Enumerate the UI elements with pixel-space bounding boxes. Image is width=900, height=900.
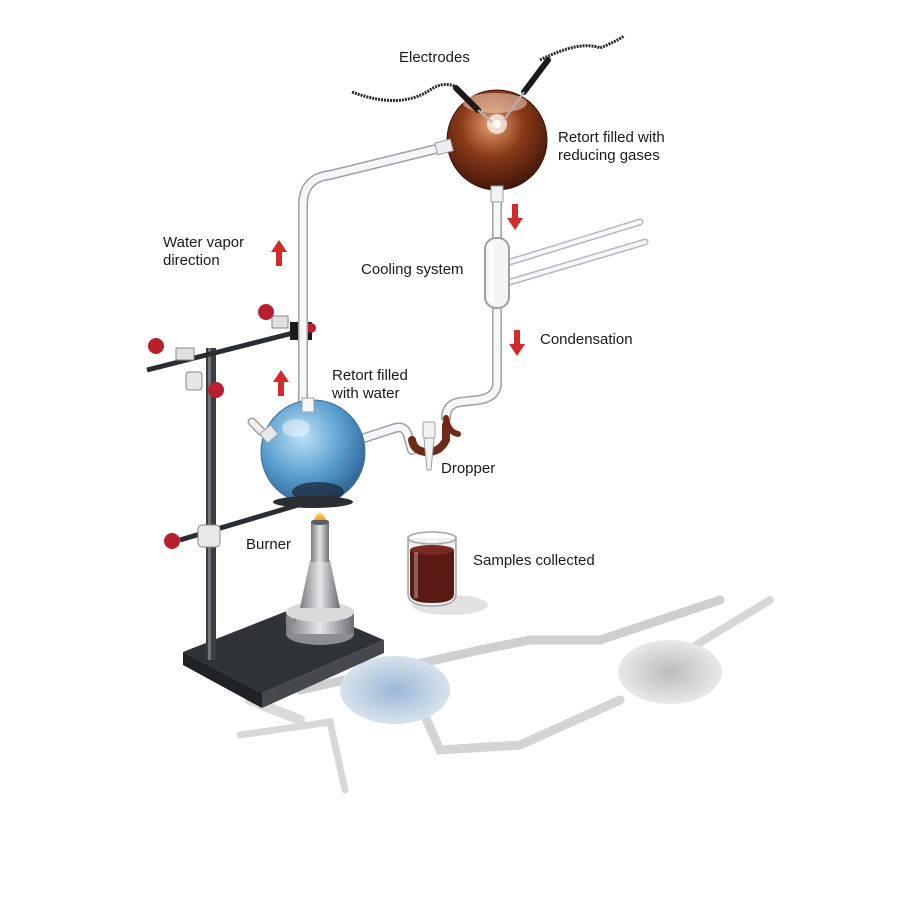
label-electrodes: Electrodes [399, 49, 470, 66]
label-condensation: Condensation [540, 331, 633, 348]
dropper [422, 421, 436, 471]
gas-retort [434, 89, 548, 203]
electrodes [351, 34, 625, 123]
label-retort-water: Retort filled with water [332, 367, 408, 402]
label-dropper: Dropper [441, 460, 496, 477]
label-samples-collected: Samples collected [473, 552, 595, 569]
label-cooling-system: Cooling system [361, 261, 464, 278]
glass-tubing [298, 143, 649, 455]
label-retort-reducing-gases: Retort filled with reducing gases [558, 129, 665, 164]
red-arrow-icon [271, 204, 525, 396]
upper-clamp [146, 315, 312, 391]
lower-clamp [179, 502, 299, 548]
sample-beaker [407, 531, 457, 607]
cooling-jacket [484, 237, 510, 309]
label-water-vapor-direction: Water vapor direction [163, 234, 245, 269]
label-burner: Burner [246, 536, 292, 553]
burner [285, 512, 354, 645]
floor-shadow [236, 595, 774, 794]
water-retort [247, 397, 366, 508]
